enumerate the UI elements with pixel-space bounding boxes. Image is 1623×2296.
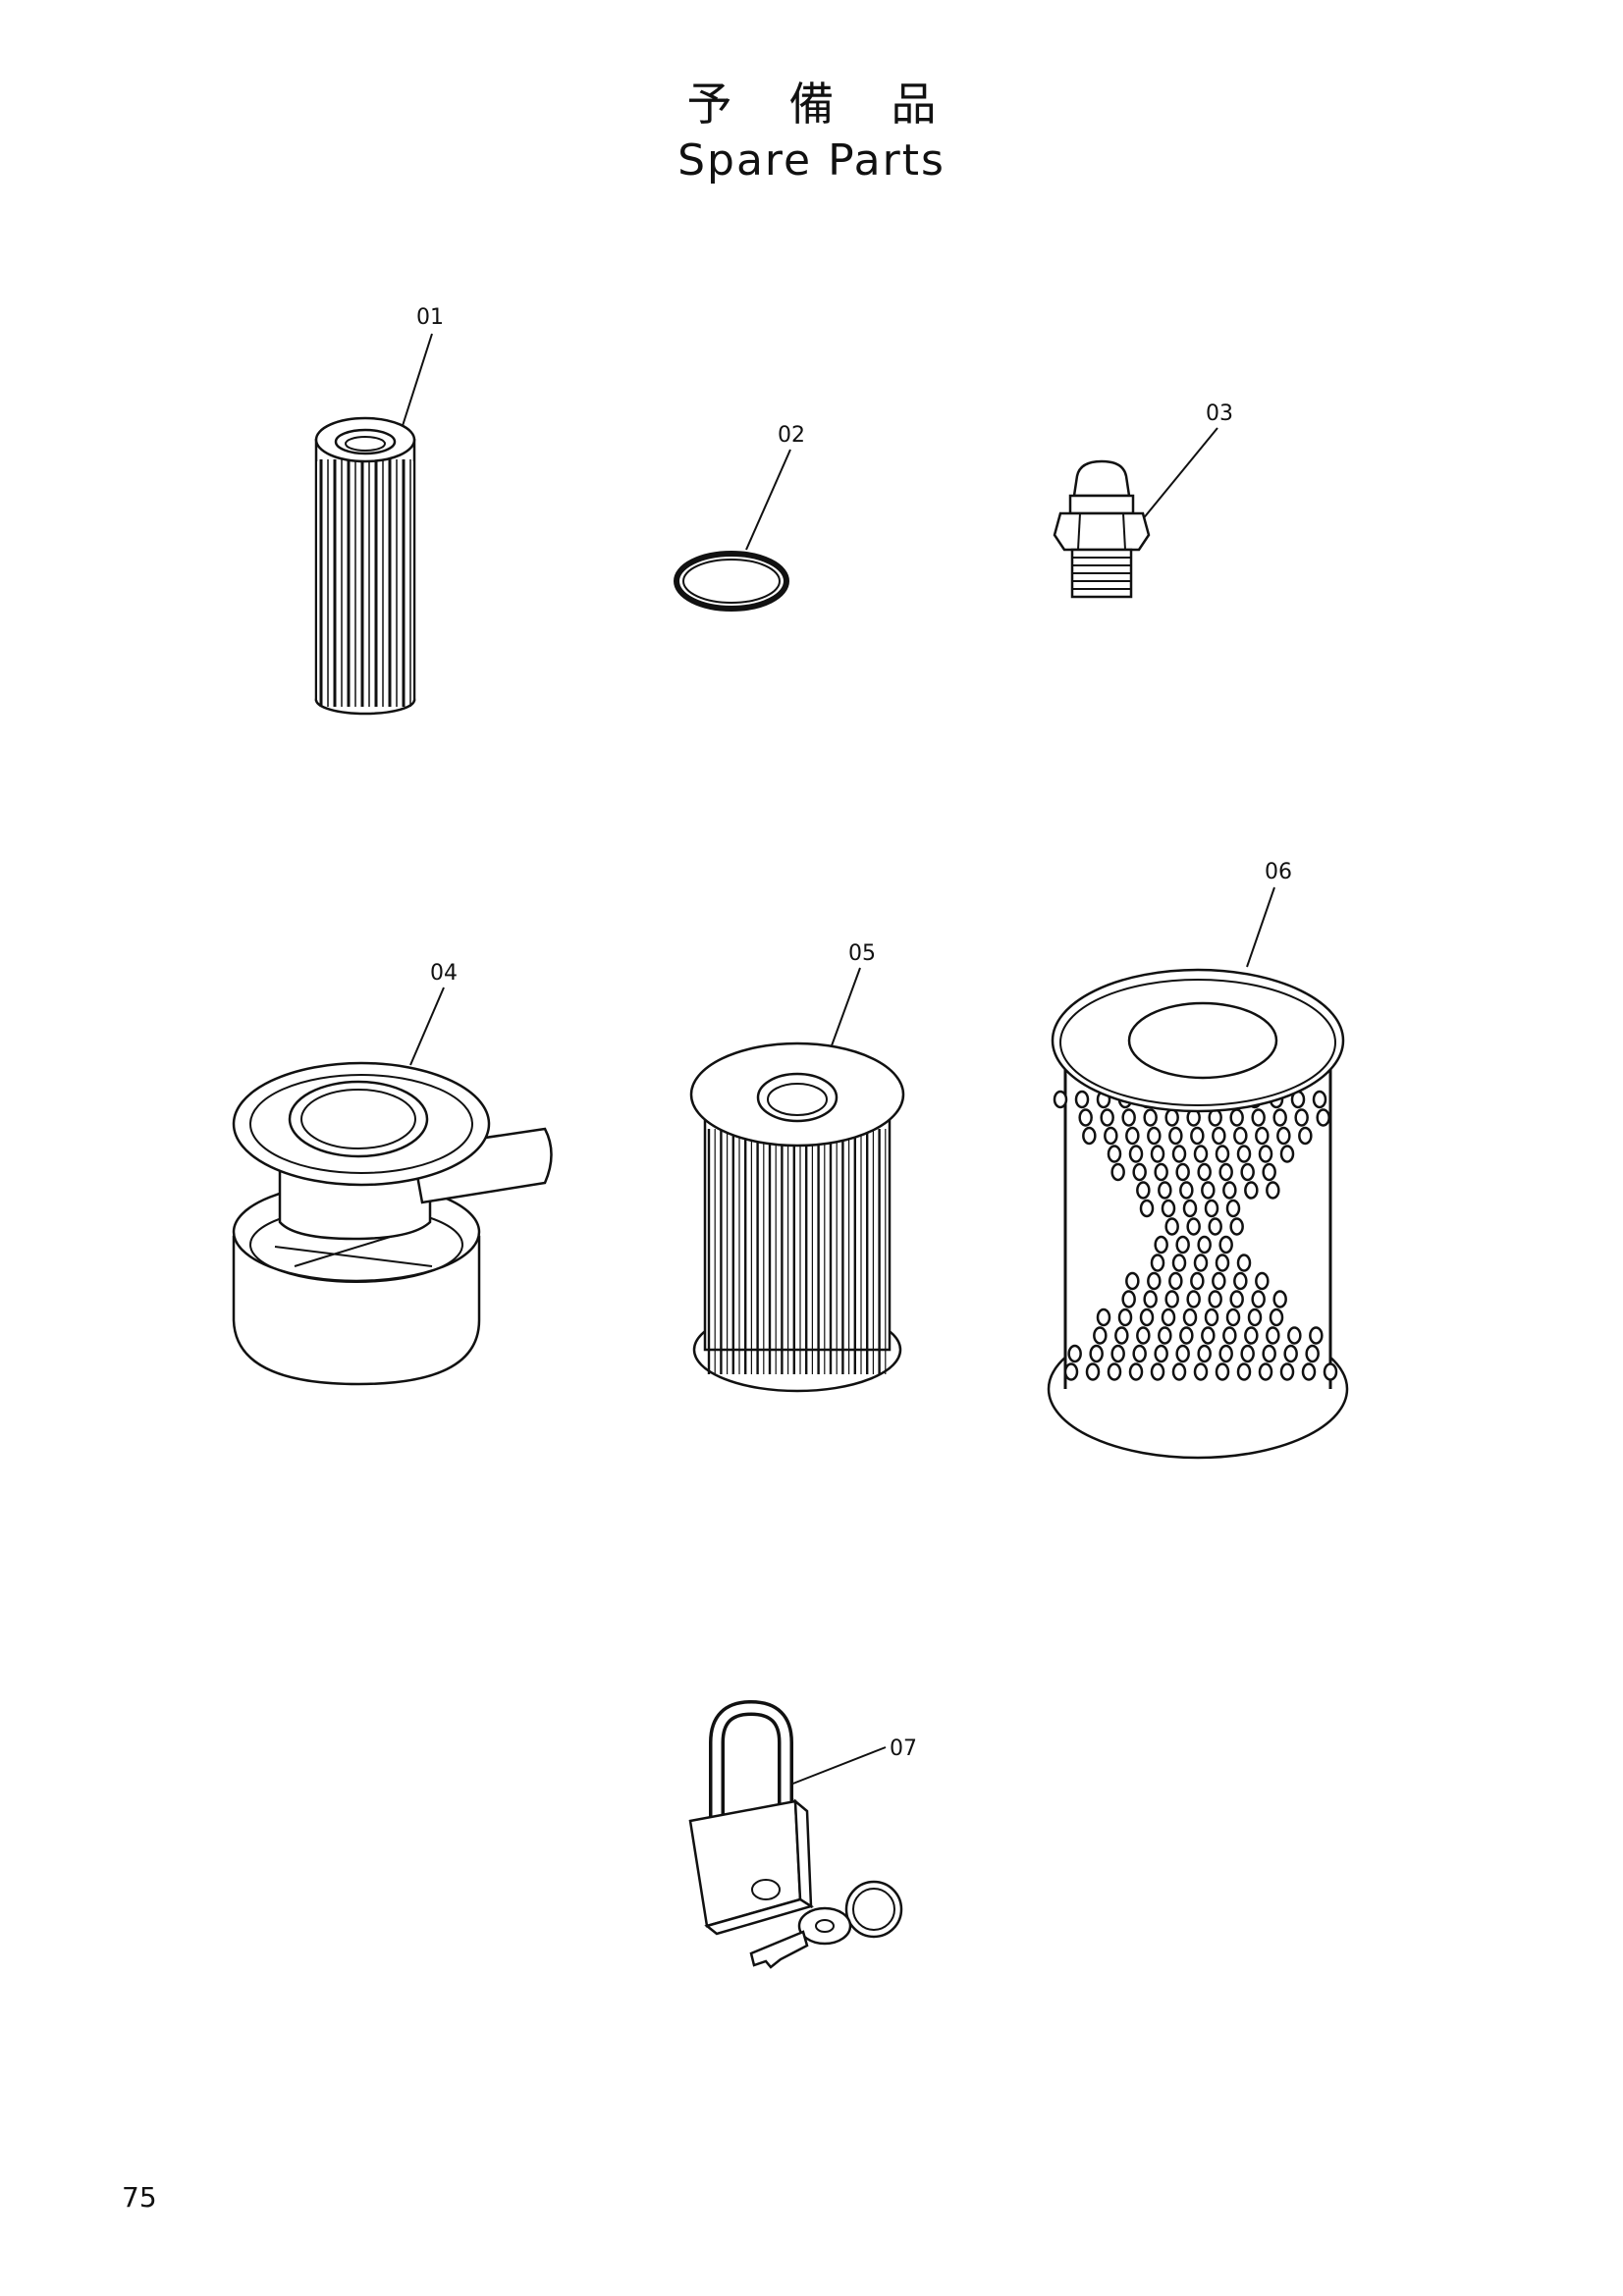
callout-label-06: 06	[1265, 860, 1292, 884]
callout-label-05: 05	[848, 941, 876, 966]
grease-nipple-icon	[1053, 459, 1151, 599]
callout-label-02: 02	[778, 423, 805, 448]
padlock-with-key-icon	[688, 1699, 903, 1969]
page-title-japanese: 予備品	[686, 78, 994, 131]
leader-line-04	[409, 987, 445, 1066]
callout-label-01: 01	[416, 305, 444, 330]
part-06[interactable]: 06	[1047, 860, 1349, 1460]
page-number: 75	[122, 2181, 157, 2214]
part-05[interactable]: 05	[689, 941, 905, 1393]
pleated-filter-element-icon	[689, 1041, 905, 1393]
seal-tape-icon	[232, 1061, 553, 1386]
leader-line-02	[745, 449, 791, 551]
leader-line-07	[789, 1746, 887, 1786]
o-ring-icon	[674, 551, 789, 612]
callout-label-03: 03	[1206, 401, 1233, 426]
perforated-strainer-icon	[1047, 968, 1349, 1460]
leader-line-06	[1246, 886, 1275, 968]
leader-line-05	[830, 967, 861, 1049]
callout-label-07: 07	[890, 1736, 917, 1761]
cylindrical-filter-icon	[314, 416, 416, 716]
callout-label-04: 04	[430, 961, 458, 986]
part-01[interactable]: 01	[314, 305, 444, 716]
page-title-english: Spare Parts	[677, 135, 946, 186]
leader-line-01	[400, 333, 433, 433]
part-07[interactable]: 07	[688, 1699, 917, 1969]
leader-line-03	[1141, 427, 1218, 521]
part-04[interactable]: 04	[232, 961, 553, 1386]
part-02[interactable]: 02	[674, 423, 805, 612]
part-03[interactable]: 03	[1053, 401, 1233, 599]
